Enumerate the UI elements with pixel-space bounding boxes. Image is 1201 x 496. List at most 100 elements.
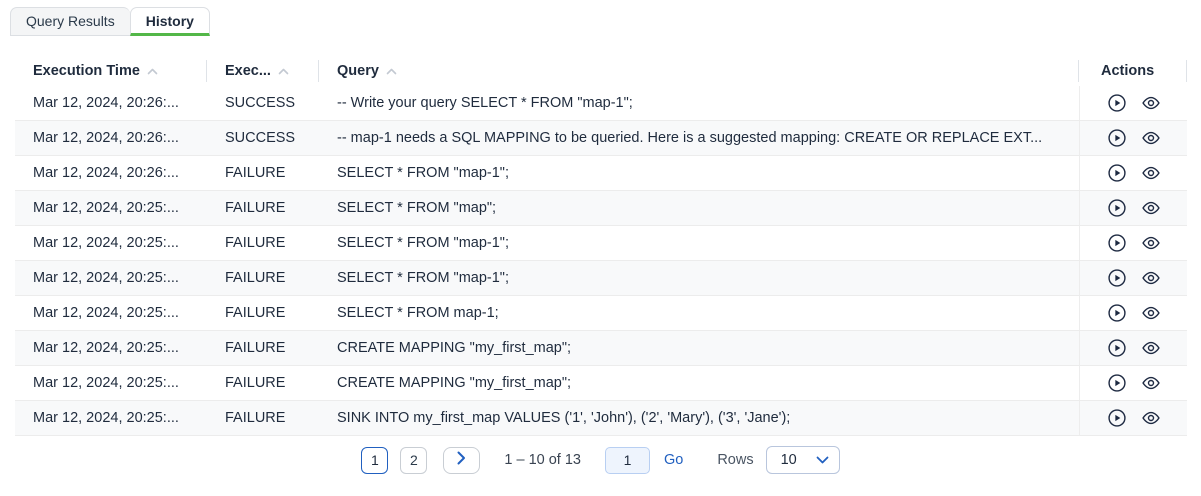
run-query-icon[interactable] <box>1107 268 1127 288</box>
tab-query-results[interactable]: Query Results <box>10 7 130 36</box>
rows-per-page-label: Rows <box>717 452 754 468</box>
execution-time-cell: Mar 12, 2024, 20:25:... <box>33 235 179 251</box>
tab-bar: Query Results History <box>10 7 1201 36</box>
header-query-label: Query <box>337 63 379 79</box>
view-query-eye-icon[interactable] <box>1141 128 1161 148</box>
actions-cell <box>1079 191 1187 225</box>
table-row: Mar 12, 2024, 20:25:... FAILURE CREATE M… <box>15 331 1187 366</box>
go-button[interactable]: Go <box>663 452 684 468</box>
status-cell: FAILURE <box>225 410 286 426</box>
table-row: Mar 12, 2024, 20:26:... FAILURE SELECT *… <box>15 156 1187 191</box>
execution-time-cell: Mar 12, 2024, 20:26:... <box>33 165 179 181</box>
status-cell: FAILURE <box>225 375 286 391</box>
next-page-button[interactable] <box>443 446 481 474</box>
tab-history-label: History <box>145 13 194 29</box>
execution-time-cell: Mar 12, 2024, 20:26:... <box>33 95 179 111</box>
execution-time-cell: Mar 12, 2024, 20:26:... <box>33 130 179 146</box>
tab-query-results-label: Query Results <box>26 13 115 29</box>
query-cell: SELECT * FROM "map-1"; <box>337 270 509 286</box>
run-query-icon[interactable] <box>1107 93 1127 113</box>
actions-cell <box>1079 261 1187 295</box>
table-header-row: Execution Time Exec... Query Actions <box>15 56 1187 86</box>
header-execution-time-label: Execution Time <box>33 63 140 79</box>
query-cell: -- map-1 needs a SQL MAPPING to be queri… <box>337 130 1043 146</box>
run-query-icon[interactable] <box>1107 373 1127 393</box>
execution-time-cell: Mar 12, 2024, 20:25:... <box>33 270 179 286</box>
table-row: Mar 12, 2024, 20:26:... SUCCESS -- Write… <box>15 86 1187 121</box>
query-cell: SELECT * FROM map-1; <box>337 305 499 321</box>
query-cell: SELECT * FROM "map-1"; <box>337 165 509 181</box>
header-execution-status-label: Exec... <box>225 63 271 79</box>
run-query-icon[interactable] <box>1107 338 1127 358</box>
run-query-icon[interactable] <box>1107 303 1127 323</box>
run-query-icon[interactable] <box>1107 408 1127 428</box>
query-cell: -- Write your query SELECT * FROM "map-1… <box>337 95 633 111</box>
execution-time-cell: Mar 12, 2024, 20:25:... <box>33 200 179 216</box>
execution-time-cell: Mar 12, 2024, 20:25:... <box>33 375 179 391</box>
page-button-2[interactable]: 2 <box>400 446 428 474</box>
status-cell: FAILURE <box>225 340 286 356</box>
pagination-bar: 1 2 1 – 10 of 13 Go Rows 10 <box>0 446 1201 474</box>
table-row: Mar 12, 2024, 20:25:... FAILURE SINK INT… <box>15 401 1187 436</box>
run-query-icon[interactable] <box>1107 163 1127 183</box>
sort-caret-up-icon <box>278 63 289 79</box>
view-query-eye-icon[interactable] <box>1141 338 1161 358</box>
view-query-eye-icon[interactable] <box>1141 93 1161 113</box>
actions-cell <box>1079 401 1187 435</box>
view-query-eye-icon[interactable] <box>1141 233 1161 253</box>
status-cell: FAILURE <box>225 200 286 216</box>
query-cell: SELECT * FROM "map"; <box>337 200 497 216</box>
actions-cell <box>1079 121 1187 155</box>
sort-caret-up-icon <box>147 63 158 79</box>
header-execution-time[interactable]: Execution Time <box>15 60 207 82</box>
chevron-right-icon <box>457 451 466 469</box>
actions-cell <box>1079 86 1187 120</box>
table-row: Mar 12, 2024, 20:25:... FAILURE SELECT *… <box>15 296 1187 331</box>
page-button-1[interactable]: 1 <box>361 446 389 474</box>
status-cell: SUCCESS <box>225 95 296 111</box>
view-query-eye-icon[interactable] <box>1141 268 1161 288</box>
rows-per-page-value: 10 <box>780 452 797 468</box>
query-cell: SINK INTO my_first_map VALUES ('1', 'Joh… <box>337 410 791 426</box>
rows-per-page-select[interactable]: 10 <box>765 446 840 474</box>
execution-time-cell: Mar 12, 2024, 20:25:... <box>33 410 179 426</box>
query-cell: SELECT * FROM "map-1"; <box>337 235 509 251</box>
view-query-eye-icon[interactable] <box>1141 163 1161 183</box>
table-row: Mar 12, 2024, 20:25:... FAILURE SELECT *… <box>15 191 1187 226</box>
sort-caret-up-icon <box>386 63 397 79</box>
table-row: Mar 12, 2024, 20:26:... SUCCESS -- map-1… <box>15 121 1187 156</box>
header-actions-label: Actions <box>1101 63 1155 79</box>
view-query-eye-icon[interactable] <box>1141 303 1161 323</box>
query-cell: CREATE MAPPING "my_first_map"; <box>337 375 572 391</box>
header-actions: Actions <box>1079 60 1187 82</box>
view-query-eye-icon[interactable] <box>1141 198 1161 218</box>
execution-time-cell: Mar 12, 2024, 20:25:... <box>33 305 179 321</box>
tab-history[interactable]: History <box>129 7 210 36</box>
run-query-icon[interactable] <box>1107 233 1127 253</box>
actions-cell <box>1079 156 1187 190</box>
run-query-icon[interactable] <box>1107 128 1127 148</box>
table-row: Mar 12, 2024, 20:25:... FAILURE SELECT *… <box>15 261 1187 296</box>
status-cell: SUCCESS <box>225 130 296 146</box>
query-cell: CREATE MAPPING "my_first_map"; <box>337 340 572 356</box>
execution-time-cell: Mar 12, 2024, 20:25:... <box>33 340 179 356</box>
pagination-range-text: 1 – 10 of 13 <box>504 452 581 468</box>
status-cell: FAILURE <box>225 305 286 321</box>
actions-cell <box>1079 226 1187 260</box>
actions-cell <box>1079 366 1187 400</box>
page-number-input[interactable] <box>604 446 650 474</box>
status-cell: FAILURE <box>225 235 286 251</box>
table-row: Mar 12, 2024, 20:25:... FAILURE SELECT *… <box>15 226 1187 261</box>
status-cell: FAILURE <box>225 165 286 181</box>
actions-cell <box>1079 296 1187 330</box>
header-query[interactable]: Query <box>319 60 1079 82</box>
header-execution-status[interactable]: Exec... <box>207 60 319 82</box>
history-table: Execution Time Exec... Query Actions Mar… <box>15 56 1187 436</box>
view-query-eye-icon[interactable] <box>1141 373 1161 393</box>
view-query-eye-icon[interactable] <box>1141 408 1161 428</box>
run-query-icon[interactable] <box>1107 198 1127 218</box>
actions-cell <box>1079 331 1187 365</box>
status-cell: FAILURE <box>225 270 286 286</box>
chevron-down-icon <box>816 452 829 468</box>
table-row: Mar 12, 2024, 20:25:... FAILURE CREATE M… <box>15 366 1187 401</box>
